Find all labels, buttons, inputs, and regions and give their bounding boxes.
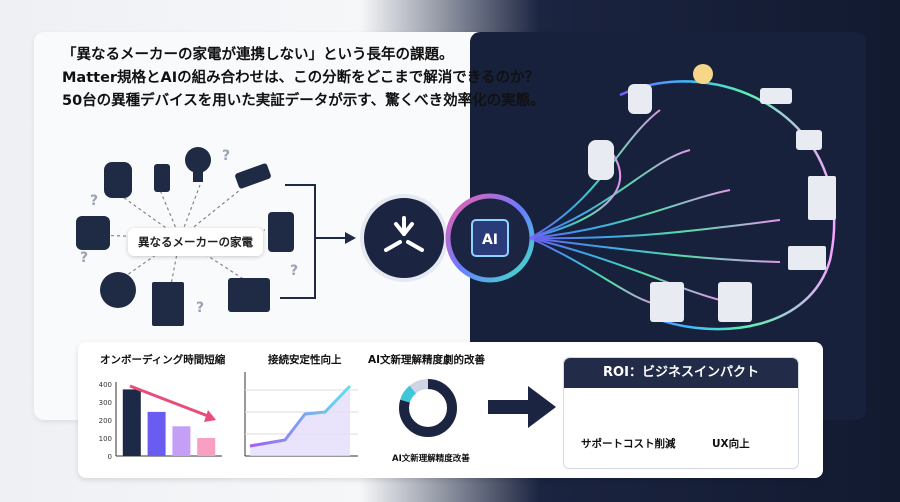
- bar-chart-bars: [122, 389, 216, 456]
- right-camera-icon: [760, 88, 792, 104]
- svg-text:?: ?: [290, 263, 298, 279]
- svg-text:?: ?: [90, 193, 98, 209]
- smart-speaker-icon: [104, 162, 132, 198]
- bar-chart-tick-label: 0: [108, 453, 112, 461]
- headline-line-2: Matter規格とAIの組み合わせは、この分断をどこまで解消できるのか？: [62, 70, 539, 86]
- bracket-bottom: [280, 238, 316, 299]
- bar-chart-bar: [147, 411, 166, 456]
- light-bulb-icon: [185, 147, 211, 173]
- stability-title: 接続安定性向上: [268, 354, 342, 366]
- roi-support-cost: サポートコスト削減: [581, 438, 676, 450]
- ai-accuracy-title: AI文新理解精度劇的改善: [368, 354, 486, 366]
- ai-chip-icon: [471, 219, 509, 257]
- thermostat-icon: [100, 272, 136, 308]
- roi-title: ROI：ビジネスインパクト: [564, 358, 798, 388]
- headline-line-1: 「異なるメーカーの家電が連携しない」という長年の課題。: [62, 47, 454, 63]
- svg-text:?: ?: [80, 250, 88, 266]
- bar-chart-bar: [197, 438, 216, 456]
- roi-box: ROI：ビジネスインパクト: [563, 357, 799, 469]
- arrow-to-hub: [345, 232, 356, 244]
- right-cam-icon: [796, 130, 822, 150]
- microwave-icon: [788, 246, 826, 270]
- stability-chart: [244, 372, 358, 457]
- right-bulb-icon: [693, 64, 713, 84]
- matter-logo-icon: [384, 216, 424, 252]
- washer-icon-1: [718, 282, 752, 322]
- center-label: 異なるメーカーの家電: [128, 228, 263, 256]
- fridge-icon: [152, 282, 184, 326]
- bar-chart-bar: [172, 426, 191, 456]
- roi-ux: UX向上: [712, 438, 750, 450]
- security-camera-icon: [235, 163, 271, 189]
- oven-icon: [228, 278, 270, 312]
- headline: 「異なるメーカーの家電が連携しない」という長年の課題。 Matter規格とAIの…: [62, 44, 545, 113]
- bar-chart-tick-label: 200: [99, 417, 112, 425]
- hub-device-icon: [76, 216, 110, 250]
- outer-arc: [619, 80, 836, 331]
- headline-line-3: 50台の異種デバイスを用いた実証データが示す、驚くべき効率化の実態。: [62, 93, 545, 109]
- bar-chart-tick-label: 300: [99, 399, 112, 407]
- onboarding-title: オンボーディング時間短縮: [100, 354, 226, 366]
- bracket-top: [285, 184, 345, 239]
- right-hub-icon: [588, 140, 614, 180]
- ai-accuracy-caption: AI文新理解精度改善: [392, 454, 470, 464]
- bar-chart-tick-label: 100: [99, 435, 112, 443]
- right-fridge-icon: [808, 176, 836, 220]
- left-devices: [76, 147, 294, 326]
- right-speaker-icon: [628, 84, 652, 114]
- svg-text:?: ?: [222, 148, 230, 164]
- arrow-to-roi: [488, 386, 556, 428]
- downtrend-arrow: [129, 384, 209, 418]
- ai-chip-label: AI: [482, 232, 498, 248]
- bar-chart-ticks: 0 100 200 300 400: [99, 381, 112, 461]
- data-streams: [529, 109, 781, 306]
- svg-text:?: ?: [196, 300, 204, 316]
- downtrend-arrowhead: [204, 410, 216, 422]
- right-devices: [588, 64, 836, 322]
- stability-line: [249, 384, 352, 448]
- bar-chart-tick-label: 400: [99, 381, 112, 389]
- integration-hub: AI: [360, 193, 535, 283]
- question-marks: ??? ??: [80, 148, 298, 316]
- bar-chart-bar: [122, 389, 141, 456]
- camera-icon: [268, 212, 294, 252]
- smart-plug-icon: [154, 164, 170, 192]
- ai-accuracy-donut: [399, 379, 457, 437]
- washer-icon-2: [650, 282, 684, 322]
